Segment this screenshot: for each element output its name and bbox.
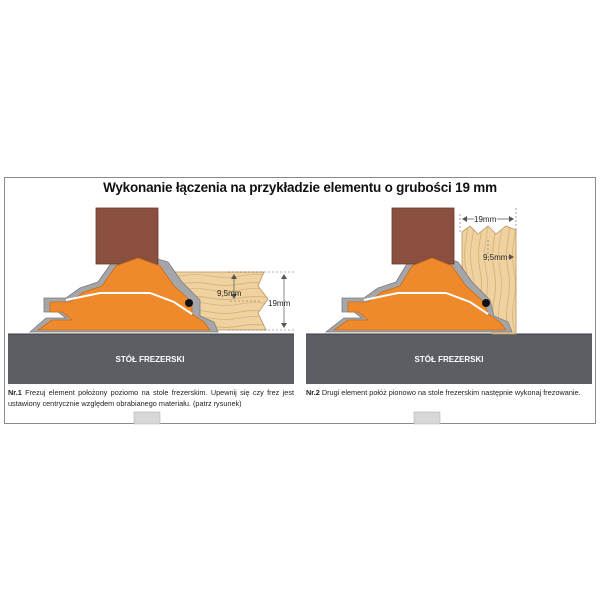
caption-2: Nr.2 Drugi element połóż pionowo na stol… [306,388,590,399]
dim-thickness-label: 19mm [268,299,291,308]
dim-small-label: 9,5mm [483,253,508,262]
panel-1: STÓŁ FREZERSKI 9,5mm 19mm [8,207,296,425]
router-shaft [95,207,159,265]
caption-1: Nr.1 Frezuj element położony poziomo na … [8,388,294,409]
diagram-title: Wykonanie łączenia na przykładzie elemen… [103,180,497,195]
caption-text: Drugi element połóż pionowo na stole fre… [319,388,581,397]
caption-number: Nr.1 [8,388,22,397]
table-label: STÓŁ FREZERSKI [415,355,484,364]
router-shaft [391,207,455,265]
panel-2: STÓŁ FREZERSKI 19mm 9,5mm [306,207,592,425]
spindle-stub [413,411,441,425]
dim-thickness-label: 19mm [474,215,497,224]
caption-number: Nr.2 [306,388,320,397]
cutter-edge-line [363,292,489,315]
router-table [8,334,294,384]
center-marker [185,299,193,307]
caption-text: Frezuj element położony poziomo na stole… [8,388,294,408]
table-label: STÓŁ FREZERSKI [116,355,185,364]
spindle-stub [133,411,161,425]
center-marker [482,299,490,307]
dim-small-label: 9,5mm [217,289,242,298]
cutter-edge-line [65,292,193,315]
router-table [306,334,592,384]
